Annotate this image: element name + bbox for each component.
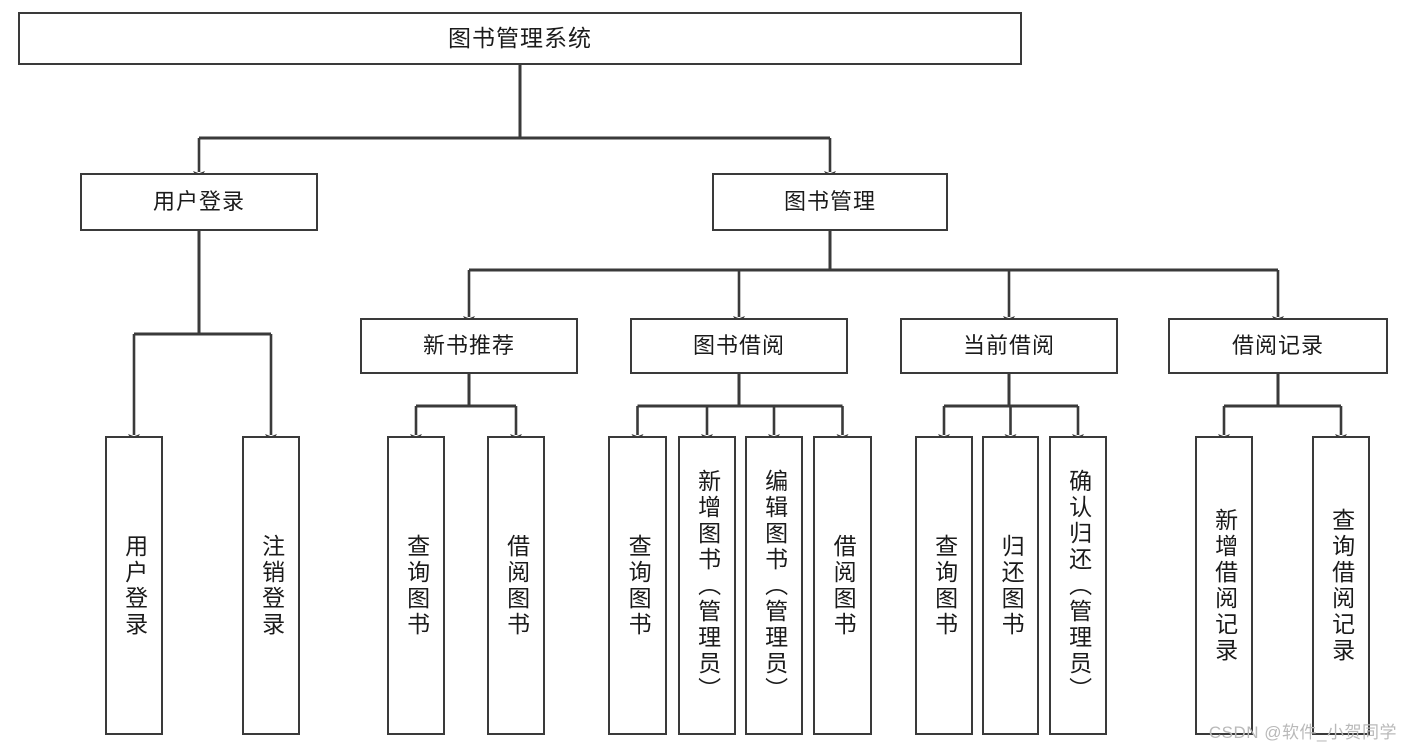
node-label: 用户登录 (152, 188, 245, 214)
node-label: 查询图书 (625, 533, 652, 638)
node-label: 图书借阅 (692, 332, 785, 358)
node-borrowing-records[interactable]: 借阅记录 (1168, 318, 1388, 374)
connector-lines (128, 65, 1347, 444)
leaf-edit-book-admin[interactable]: 编辑图书（管理员） (745, 436, 803, 735)
node-label: 图书管理 (783, 188, 876, 214)
node-label: 用户登录 (121, 533, 148, 638)
leaf-borrow-books-recommendation[interactable]: 借阅图书 (487, 436, 545, 735)
node-new-book-recommendation[interactable]: 新书推荐 (360, 318, 578, 374)
leaf-add-book-admin[interactable]: 新增图书（管理员） (678, 436, 736, 735)
node-label: 编辑图书（管理员） (761, 468, 788, 703)
node-label: 查询图书 (403, 533, 430, 638)
leaf-query-books-recommendation[interactable]: 查询图书 (387, 436, 445, 735)
node-label: 注销登录 (258, 533, 285, 638)
node-book-borrowing[interactable]: 图书借阅 (630, 318, 848, 374)
node-label: 图书管理系统 (448, 24, 592, 51)
leaf-query-books-current[interactable]: 查询图书 (915, 436, 973, 735)
leaf-borrow-books[interactable]: 借阅图书 (813, 436, 872, 735)
node-label: 新书推荐 (422, 332, 515, 358)
node-book-management[interactable]: 图书管理 (712, 173, 948, 231)
watermark-text: CSDN @软件_小贺同学 (1208, 723, 1397, 742)
node-label: 确认归还（管理员） (1065, 468, 1092, 703)
node-label: 新增借阅记录 (1211, 507, 1238, 664)
leaf-confirm-return-admin[interactable]: 确认归还（管理员） (1049, 436, 1107, 735)
node-root-book-management-system[interactable]: 图书管理系统 (18, 12, 1022, 65)
node-label: 当前借阅 (962, 332, 1055, 358)
node-current-borrowing[interactable]: 当前借阅 (900, 318, 1118, 374)
node-label: 查询图书 (931, 533, 958, 638)
node-label: 借阅记录 (1231, 332, 1324, 358)
node-user-login[interactable]: 用户登录 (80, 173, 318, 231)
leaf-add-borrowing-record[interactable]: 新增借阅记录 (1195, 436, 1253, 735)
node-label: 借阅图书 (830, 533, 857, 638)
leaf-return-books[interactable]: 归还图书 (982, 436, 1039, 735)
leaf-query-books-borrowing[interactable]: 查询图书 (608, 436, 667, 735)
node-label: 借阅图书 (503, 533, 530, 638)
node-label: 新增图书（管理员） (694, 468, 721, 703)
node-label: 归还图书 (998, 533, 1025, 638)
node-label: 查询借阅记录 (1328, 507, 1355, 664)
leaf-logout[interactable]: 注销登录 (242, 436, 300, 735)
leaf-query-borrowing-record[interactable]: 查询借阅记录 (1312, 436, 1370, 735)
leaf-user-login[interactable]: 用户登录 (105, 436, 163, 735)
